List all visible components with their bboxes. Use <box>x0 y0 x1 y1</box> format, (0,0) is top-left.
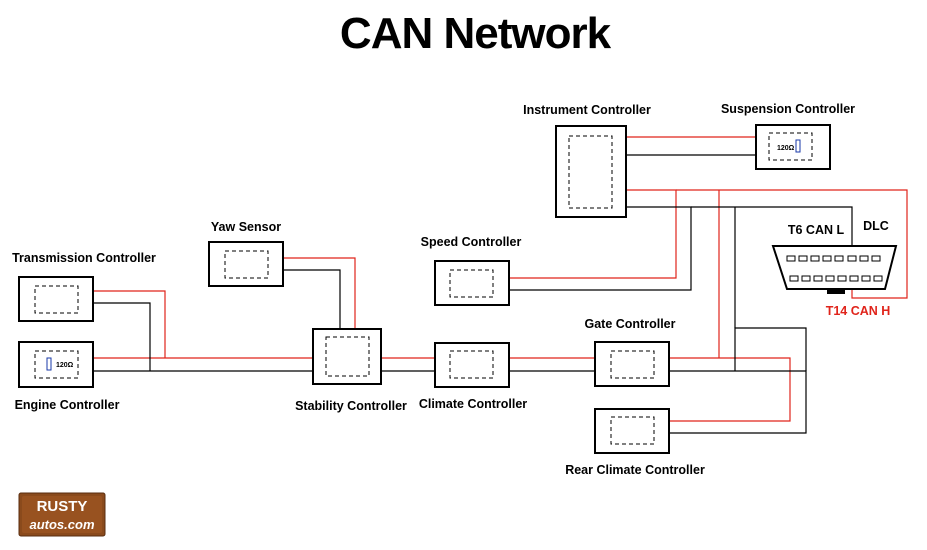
rear-climate-controller-label: Rear Climate Controller <box>565 463 705 477</box>
gate-controller-label: Gate Controller <box>585 317 676 331</box>
speed-controller <box>434 260 510 306</box>
terminating-resistor-icon <box>795 139 801 153</box>
suspension-controller-label: Suspension Controller <box>721 102 855 116</box>
engine-controller: 120Ω <box>18 341 94 388</box>
instrument-controller-label: Instrument Controller <box>523 103 651 117</box>
can-high-wires <box>50 136 908 422</box>
logo-line2: autos.com <box>29 517 94 532</box>
gate-controller <box>594 341 670 387</box>
dlc-can-low-label: T6 CAN L <box>788 223 845 237</box>
dlc-pins-bottom <box>789 275 883 282</box>
rustyautos-logo: RUSTY autos.com <box>18 492 106 537</box>
dlc-connector <box>771 245 898 294</box>
dlc-label: DLC <box>863 219 889 233</box>
dlc-can-high-label: T14 CAN H <box>826 304 891 318</box>
dlc-pins-top <box>786 255 881 262</box>
engine-controller-label: Engine Controller <box>15 398 120 412</box>
diagram-title: CAN Network <box>340 9 612 58</box>
climate-controller <box>434 342 510 388</box>
resistor-value-suspension: 120Ω <box>777 145 795 152</box>
speed-controller-label: Speed Controller <box>421 235 522 249</box>
transmission-controller <box>18 276 94 322</box>
stability-controller-label: Stability Controller <box>295 399 407 413</box>
climate-controller-label: Climate Controller <box>419 397 527 411</box>
resistor-value-engine: 120Ω <box>56 362 74 369</box>
yaw-sensor-label: Yaw Sensor <box>211 220 281 234</box>
suspension-controller: 120Ω <box>755 124 831 170</box>
yaw-sensor <box>208 241 284 287</box>
terminating-resistor-icon <box>46 357 52 371</box>
logo-line1: RUSTY <box>37 498 88 515</box>
transmission-controller-label: Transmission Controller <box>12 251 156 265</box>
stability-controller <box>312 328 382 385</box>
rear-climate-controller <box>594 408 670 454</box>
instrument-controller <box>555 125 627 218</box>
